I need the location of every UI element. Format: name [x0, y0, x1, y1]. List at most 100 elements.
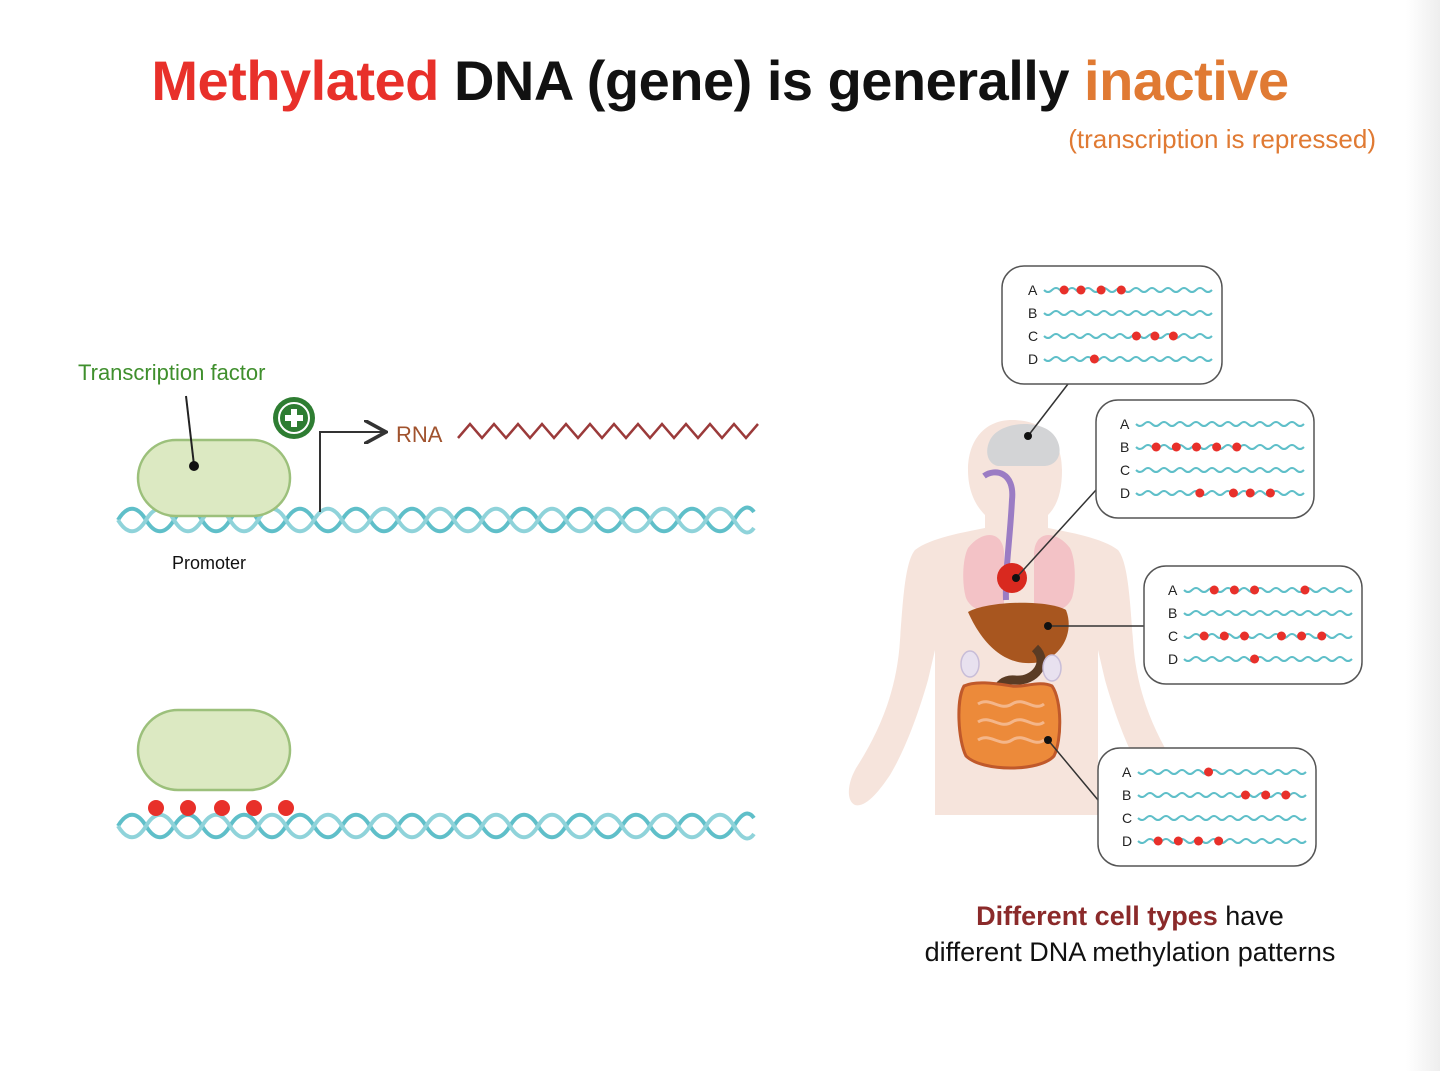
row-label: A	[1028, 282, 1038, 298]
methyl-dot	[1219, 631, 1229, 641]
methyl-dot	[1131, 331, 1141, 341]
methyl-dot	[1245, 488, 1255, 498]
dna-row-strand	[1137, 769, 1307, 775]
page-edge-shade	[1406, 0, 1440, 1071]
methyl-dot	[180, 800, 196, 816]
methyl-dot	[1173, 836, 1183, 846]
methyl-dot	[1281, 790, 1291, 800]
row-label: D	[1028, 351, 1038, 367]
dna-row-strand	[1043, 333, 1213, 339]
liver	[968, 602, 1069, 664]
caption-highlight: Different cell types	[976, 901, 1218, 931]
dna-row-strand	[1135, 467, 1305, 473]
dna-row-strand	[1183, 656, 1353, 662]
organ-pointers	[1015, 383, 1144, 801]
lungs-right	[1034, 534, 1075, 612]
methyl-dot	[1241, 790, 1251, 800]
methyl-dot	[1250, 654, 1260, 664]
dna-row-strand	[1137, 815, 1307, 821]
methyl-dot	[1250, 585, 1260, 595]
row-label: D	[1122, 833, 1132, 849]
row-label: A	[1122, 764, 1132, 780]
active-gene-panel: Transcription factor RNA Promoter	[78, 360, 759, 573]
rna-label: RNA	[396, 422, 443, 447]
methyl-dot	[1209, 585, 1219, 595]
methyl-dot	[1168, 331, 1178, 341]
dna-row-strand	[1135, 490, 1305, 496]
row-label: B	[1120, 439, 1129, 455]
methyl-dot	[1229, 585, 1239, 595]
arrow-icon	[319, 432, 384, 512]
kidney-right	[1042, 654, 1062, 682]
dna-row-strand	[1043, 310, 1213, 316]
methyl-dot	[214, 800, 230, 816]
methyl-dot	[1195, 488, 1205, 498]
dna-row-strand	[1135, 421, 1305, 427]
organ-pointer-dots	[1012, 432, 1052, 744]
pointer-brain	[1027, 383, 1069, 437]
methyl-dot	[1204, 767, 1214, 777]
methyl-dot	[1228, 488, 1238, 498]
methyl-dot	[1265, 488, 1275, 498]
methyl-groups	[148, 800, 294, 816]
row-label: C	[1120, 462, 1130, 478]
title-inactive: inactive	[1084, 49, 1289, 112]
row-label: D	[1120, 485, 1130, 501]
title-middle: DNA (gene) is generally	[438, 49, 1085, 112]
methyl-dot	[1059, 285, 1069, 295]
methyl-dot	[1171, 442, 1181, 452]
methyl-dot	[1116, 285, 1126, 295]
methyl-dot	[246, 800, 262, 816]
caption: Different cell types have different DNA …	[880, 898, 1380, 970]
row-label: D	[1168, 651, 1178, 667]
methyl-dot	[148, 800, 164, 816]
dna-helix-repressed	[116, 811, 756, 841]
row-label: B	[1122, 787, 1131, 803]
methyl-dot	[1300, 585, 1310, 595]
pointer-dot-heart	[1012, 574, 1020, 582]
methyl-dot	[1153, 836, 1163, 846]
tf-pointer-dot	[189, 461, 199, 471]
lungs-left	[963, 534, 1004, 612]
pointer-heart	[1015, 489, 1097, 579]
small-intestine-coils	[977, 700, 1045, 744]
tf-pointer-line	[185, 395, 195, 466]
methyl-dot	[1096, 285, 1106, 295]
caption-rest: have	[1217, 901, 1284, 931]
kidney-left	[960, 650, 980, 678]
dna-row-strand	[1183, 610, 1353, 616]
caption-line2: different DNA methylation patterns	[924, 937, 1336, 967]
repressed-gene-panel	[116, 708, 756, 841]
dna-row-strand	[1043, 356, 1213, 362]
methyl-dot	[1191, 442, 1201, 452]
dna-strand-1	[116, 505, 756, 534]
row-label: C	[1168, 628, 1178, 644]
dna-strand-1	[116, 811, 756, 840]
methyl-dot	[1193, 836, 1203, 846]
methyl-dot	[1089, 354, 1099, 364]
methyl-dot	[1151, 442, 1161, 452]
subtitle: (transcription is repressed)	[1068, 124, 1376, 154]
row-label: A	[1120, 416, 1130, 432]
pointer-intestine	[1047, 739, 1099, 801]
methyl-dot	[1239, 631, 1249, 641]
pointer-dot-intestine	[1044, 736, 1052, 744]
methyl-dot	[1150, 331, 1160, 341]
methyl-dot	[1276, 631, 1286, 641]
rna-strand	[457, 422, 759, 440]
dna-row-strand	[1043, 287, 1213, 293]
methyl-dot	[1076, 285, 1086, 295]
row-label: B	[1168, 605, 1177, 621]
methyl-dot	[1214, 836, 1224, 846]
methyl-dot	[1199, 631, 1209, 641]
title-methylated: Methylated	[151, 49, 439, 112]
